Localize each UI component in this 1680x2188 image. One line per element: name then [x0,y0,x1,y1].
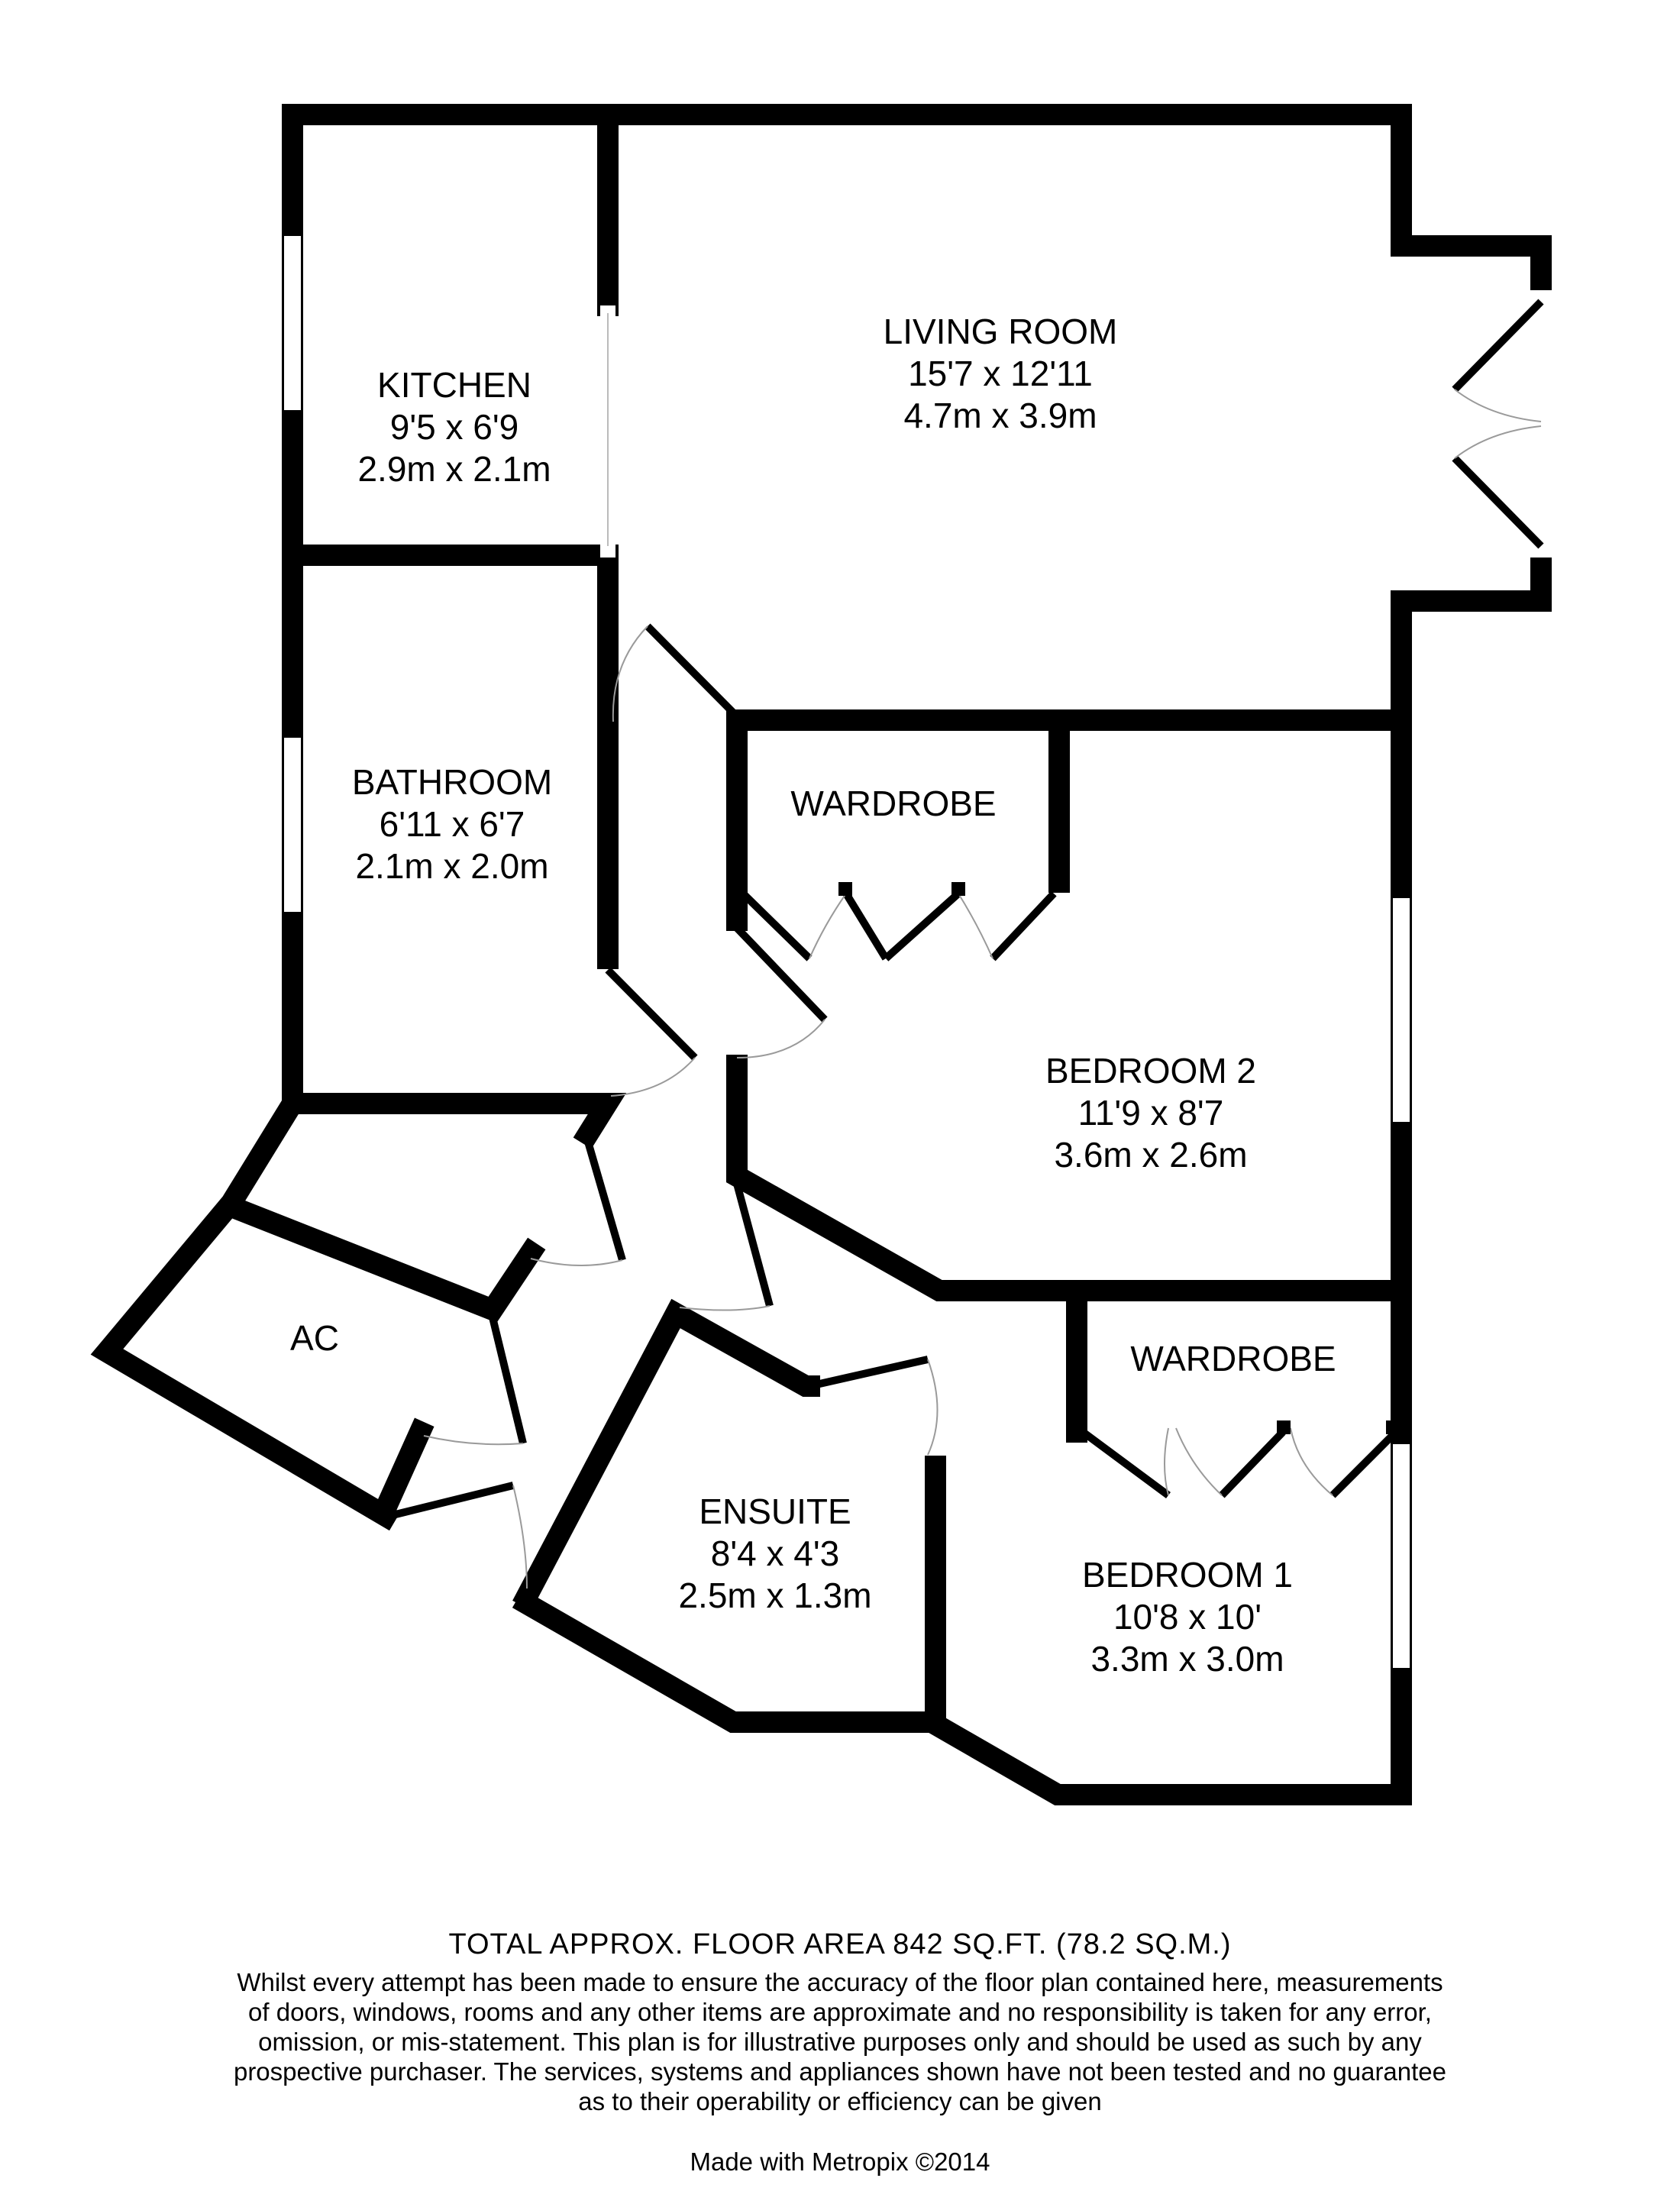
disclaimer-line: as to their operability or efficiency ca… [578,2087,1102,2115]
door-bedroom2 [734,925,828,1023]
wall-ac-lower [371,1417,435,1523]
bedroom-2-metric: 3.6m x 2.6m [1054,1135,1247,1175]
door-ac-upper [584,1140,626,1262]
disclaimer-line: Whilst every attempt has been made to en… [237,1968,1443,1996]
door-living-french [1452,299,1544,549]
wall-bedroom2-left [726,1055,1412,1301]
wardrobe-top-name: WARDROBE [790,784,996,823]
kitchen-imperial: 9'5 x 6'9 [390,407,519,447]
window-living-opening [1530,290,1552,558]
wardrobe-top-doors [740,882,1057,961]
disclaimer-line: prospective purchaser. The services, sys… [233,2057,1447,2086]
wall-outer-left [90,104,401,1531]
bedroom-1-imperial: 10'8 x 10' [1113,1597,1262,1637]
door-front [394,1482,515,1518]
doors [394,623,939,1589]
wardrobe-bottom-doors [1081,1420,1400,1499]
bedroom-2-imperial: 11'9 x 8'7 [1078,1093,1224,1133]
room-labels: KITCHEN 9'5 x 6'9 2.9m x 2.1m LIVING ROO… [290,312,1336,1679]
bathroom-imperial: 6'11 x 6'7 [380,804,525,844]
living-room-name: LIVING ROOM [884,312,1118,351]
window-bathroom [283,736,302,913]
door-bedroom1 [733,1182,774,1307]
bathroom-name: BATHROOM [352,762,552,802]
wardrobe-bottom-name: WARDROBE [1130,1339,1336,1378]
window-kitchen [283,234,302,412]
living-room-metric: 4.7m x 3.9m [903,396,1097,435]
door-living [645,623,740,719]
bedroom-1-name: BEDROOM 1 [1082,1555,1293,1595]
bedroom-2-name: BEDROOM 2 [1045,1051,1256,1091]
bathroom-metric: 2.1m x 2.0m [355,846,548,886]
window-bedroom1 [1391,1443,1411,1669]
metropix-credit: Made with Metropix ©2014 [690,2148,990,2176]
door-bathroom [605,967,698,1061]
door-ensuite [808,1356,929,1390]
wall-bathroom-bottom [282,1093,627,1149]
disclaimer-line: of doors, windows, rooms and any other i… [248,1998,1432,2026]
disclaimer-line: omission, or mis-statement. This plan is… [258,2028,1422,2056]
floor-plan: KITCHEN 9'5 x 6'9 2.9m x 2.1m LIVING ROO… [90,104,1552,1805]
bedroom-1-metric: 3.3m x 3.0m [1090,1639,1284,1679]
wall-ac-top [217,1192,546,1323]
ensuite-metric: 2.5m x 1.3m [678,1576,871,1615]
window-bedroom2 [1391,897,1411,1123]
living-room-imperial: 15'7 x 12'11 [908,354,1093,393]
ensuite-imperial: 8'4 x 4'3 [711,1534,839,1573]
wall-kitchen-bottom [282,545,619,969]
door-ac-lower [489,1316,527,1445]
total-floor-area: TOTAL APPROX. FLOOR AREA 842 SQ.FT. (78.… [448,1928,1232,1960]
wall-ensuite-left [512,1298,820,1611]
kitchen-name: KITCHEN [377,365,531,405]
disclaimer: Whilst every attempt has been made to en… [0,1967,1680,2116]
wall-outer-right-lower [512,547,1552,1805]
wall-outer-top [282,104,1552,301]
ac-name: AC [290,1318,339,1358]
ensuite-name: ENSUITE [699,1492,851,1531]
windows [283,234,1552,1669]
kitchen-metric: 2.9m x 2.1m [357,449,551,489]
